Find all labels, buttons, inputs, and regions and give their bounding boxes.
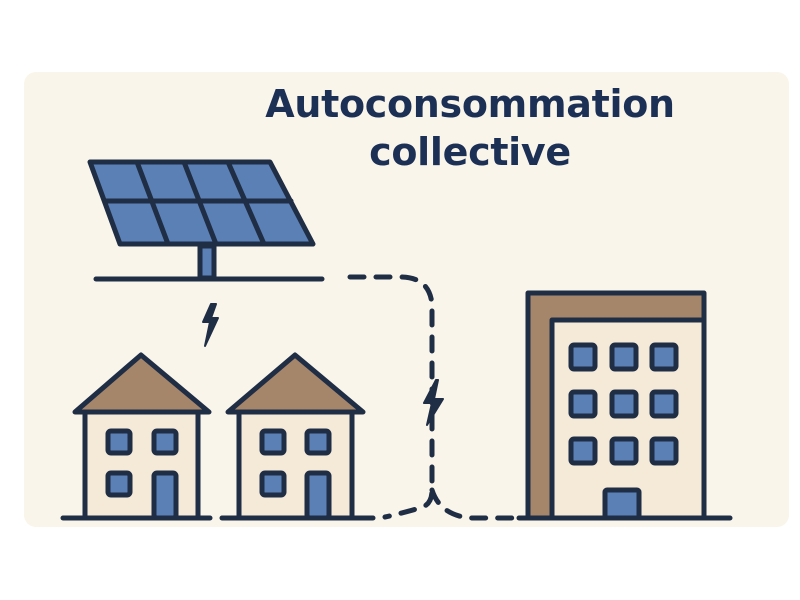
lightning-icon — [423, 379, 444, 426]
house-2-icon — [219, 352, 376, 521]
lightning-icon — [202, 303, 219, 347]
solar-panel-icon — [87, 159, 325, 282]
dashed-connection-line — [347, 274, 518, 521]
diagram-title: Autoconsommation collective — [200, 80, 740, 176]
apartment-building-icon — [516, 290, 733, 521]
title-line-2: collective — [369, 130, 571, 174]
title-line-1: Autoconsommation — [265, 82, 675, 126]
house-1-icon — [60, 352, 213, 521]
